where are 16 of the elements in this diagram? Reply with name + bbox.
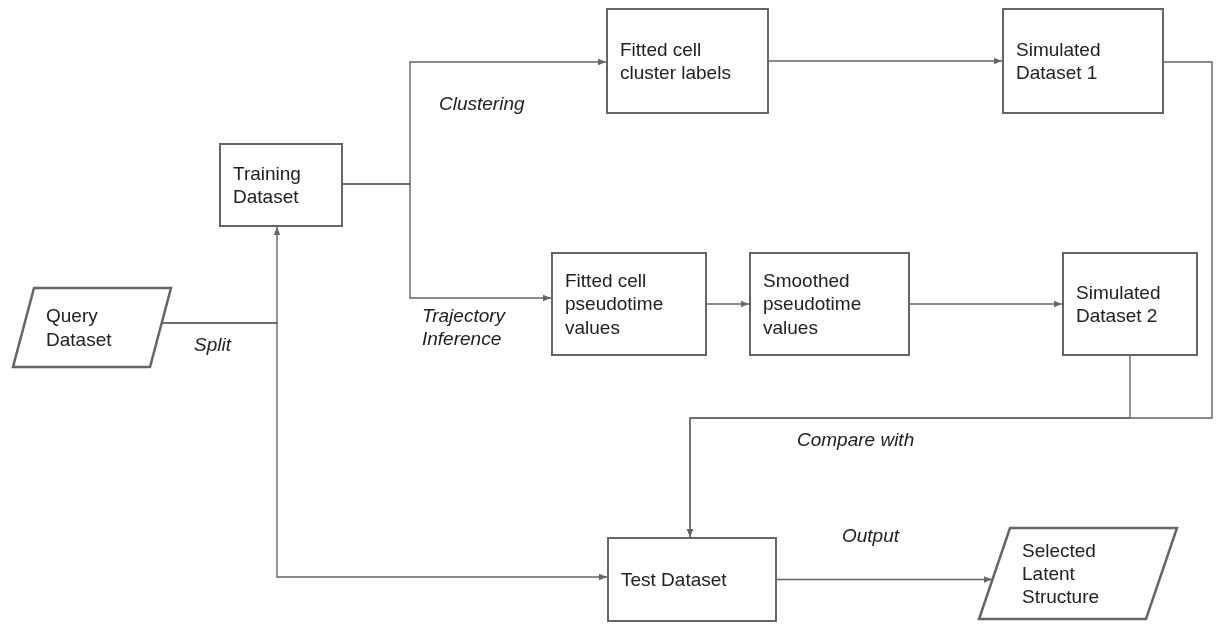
process-box: Test Dataset (607, 537, 777, 622)
process-box: Training Dataset (219, 143, 343, 227)
process-box: Smoothed pseudotime values (749, 252, 910, 356)
arrow (342, 183, 552, 302)
process-box: Fitted cell pseudotime values (551, 252, 707, 356)
arrow (768, 57, 1003, 65)
arrow (161, 322, 608, 581)
arrow (776, 576, 993, 583)
data-parallelogram: Selected Latent Structure (978, 527, 1178, 620)
process-box: Simulated Dataset 1 (1002, 8, 1164, 114)
arrow (706, 300, 750, 308)
arrow (686, 355, 1131, 538)
arrow (909, 300, 1063, 308)
data-parallelogram: Query Dataset (12, 287, 172, 368)
process-box: Simulated Dataset 2 (1062, 252, 1198, 356)
process-box: Fitted cell cluster labels (606, 8, 769, 114)
